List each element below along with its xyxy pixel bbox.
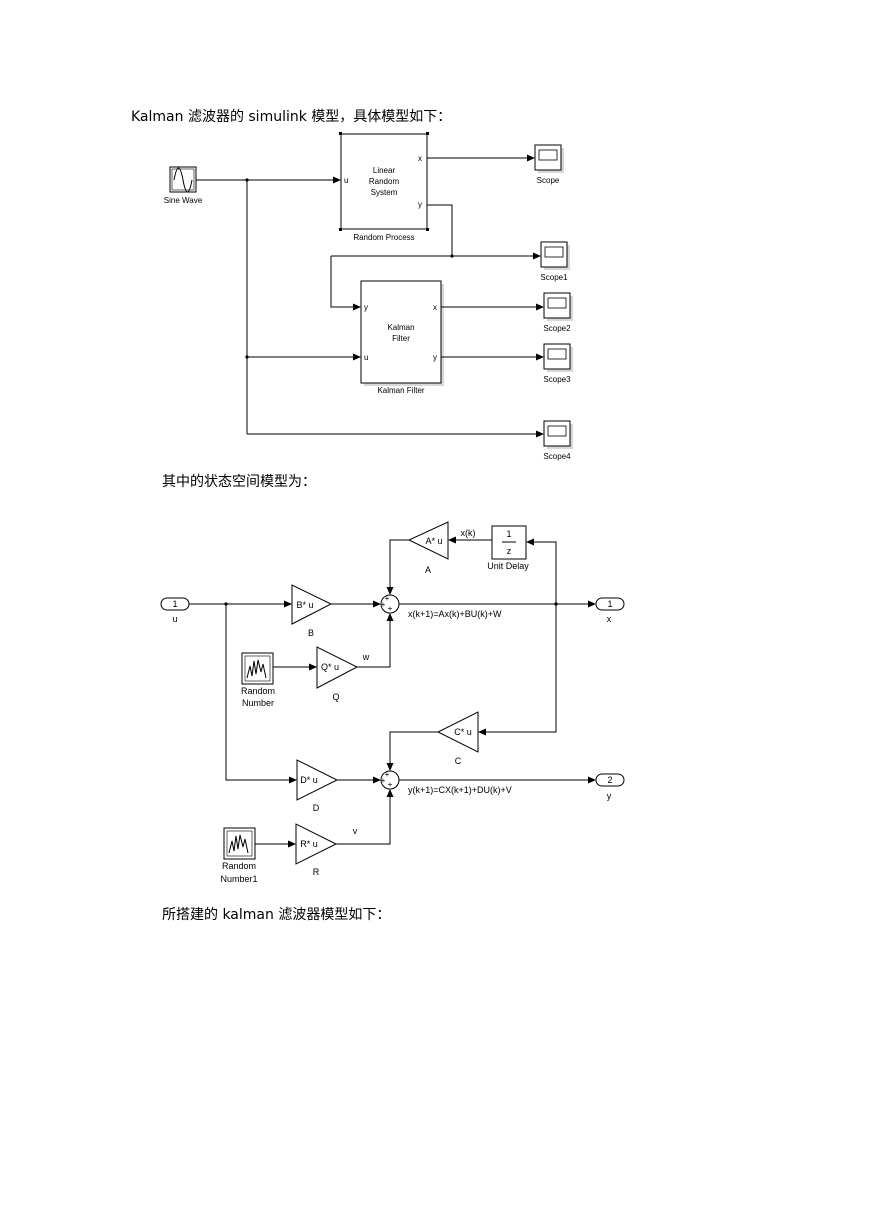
gain-a-block: [407, 521, 449, 560]
gain-b-block: [291, 584, 333, 625]
diagram2-wires: [189, 536, 596, 848]
diagram1-wires: [196, 154, 544, 438]
kf-text-1: Kalman: [387, 323, 414, 332]
kf-text-2: Filter: [392, 334, 410, 343]
scope3-icon: [543, 343, 573, 372]
svg-text:+: +: [388, 604, 393, 613]
linear-random-system-block: [339, 132, 429, 231]
random-number1-label-2: Number1: [220, 874, 257, 884]
unit-delay-label: Unit Delay: [487, 561, 529, 571]
scope1-label: Scope1: [540, 273, 568, 282]
lrs-port-y: y: [418, 200, 422, 209]
outport-x-label: x: [607, 614, 612, 624]
random-number-label-1: Random: [241, 686, 275, 696]
scope3-label: Scope3: [543, 375, 571, 384]
equation-y-label: y(k+1)=CX(k+1)+DU(k)+V: [408, 785, 512, 795]
signal-xk-label: x(k): [461, 528, 476, 538]
scope-label: Scope: [537, 176, 560, 185]
kf-port-y-out: y: [433, 353, 437, 362]
unit-delay-denominator: z: [507, 546, 512, 556]
outport-x-number: 1: [607, 599, 612, 609]
equation-x-label: x(k+1)=Ax(k)+BU(k)+W: [408, 609, 502, 619]
built-model-paragraph: 所搭建的 kalman 滤波器模型如下：: [162, 907, 391, 923]
signal-v-label: v: [353, 826, 358, 836]
gain-b-text: B* u: [296, 600, 313, 610]
scope4-label: Scope4: [543, 452, 571, 461]
scope-icon: [534, 144, 564, 173]
scope4-icon: [543, 420, 573, 449]
gain-d-text: D* u: [300, 775, 318, 785]
lrs-port-u: u: [344, 176, 348, 185]
gain-q-text: Q* u: [321, 662, 339, 672]
sine-wave-block: [169, 166, 197, 193]
scope1-icon: [540, 241, 570, 270]
scope2-label: Scope2: [543, 324, 571, 333]
gain-r-text: R* u: [300, 839, 318, 849]
sine-wave-label: Sine Wave: [164, 196, 203, 205]
gain-r-label: R: [313, 867, 320, 877]
kalman-simulink-diagram: Sine Wave Linear Random System u x y Ran…: [164, 132, 573, 461]
gain-b-label: B: [308, 628, 314, 638]
kf-port-x-out: x: [433, 303, 437, 312]
inport-u-label: u: [172, 614, 177, 624]
kf-caption: Kalman Filter: [377, 386, 424, 395]
random-number1-label-1: Random: [222, 861, 256, 871]
inport-u-number: 1: [172, 599, 177, 609]
svg-text:+: +: [385, 770, 390, 779]
gain-a-text: A* u: [425, 536, 442, 546]
gain-c-text: C* u: [454, 727, 472, 737]
gain-d-label: D: [313, 803, 320, 813]
gain-q-label: Q: [332, 692, 339, 702]
kf-port-u-in: u: [364, 353, 368, 362]
gain-a-label: A: [425, 565, 431, 575]
random-number-label-2: Number: [242, 698, 274, 708]
gain-q-block: [316, 646, 359, 689]
lrs-text-1: Linear: [373, 166, 396, 175]
svg-text:+: +: [381, 600, 386, 609]
svg-text:+: +: [381, 776, 386, 785]
lrs-text-2: Random: [369, 177, 400, 186]
random-number-block: [241, 652, 274, 685]
outport-y-number: 2: [607, 775, 612, 785]
kalman-filter-block: [360, 280, 444, 386]
kf-port-y-in: y: [364, 303, 368, 312]
lrs-port-x: x: [418, 154, 422, 163]
lrs-text-3: System: [371, 188, 398, 197]
svg-text:+: +: [388, 780, 393, 789]
gain-c-label: C: [455, 756, 462, 766]
lrs-caption: Random Process: [353, 233, 414, 242]
intro-paragraph: Kalman 滤波器的 simulink 模型，具体模型如下：: [131, 109, 452, 125]
svg-text:+: +: [385, 594, 390, 603]
unit-delay-numerator: 1: [506, 529, 511, 539]
state-space-paragraph: 其中的状态空间模型为：: [162, 474, 316, 490]
outport-y-label: y: [607, 791, 612, 801]
scope2-icon: [543, 292, 573, 321]
state-space-diagram: 1 u 1 x 2 y A* u A 1 z Unit Delay B* u B…: [160, 521, 625, 884]
signal-w-label: w: [362, 652, 370, 662]
random-number1-block: [223, 827, 256, 860]
